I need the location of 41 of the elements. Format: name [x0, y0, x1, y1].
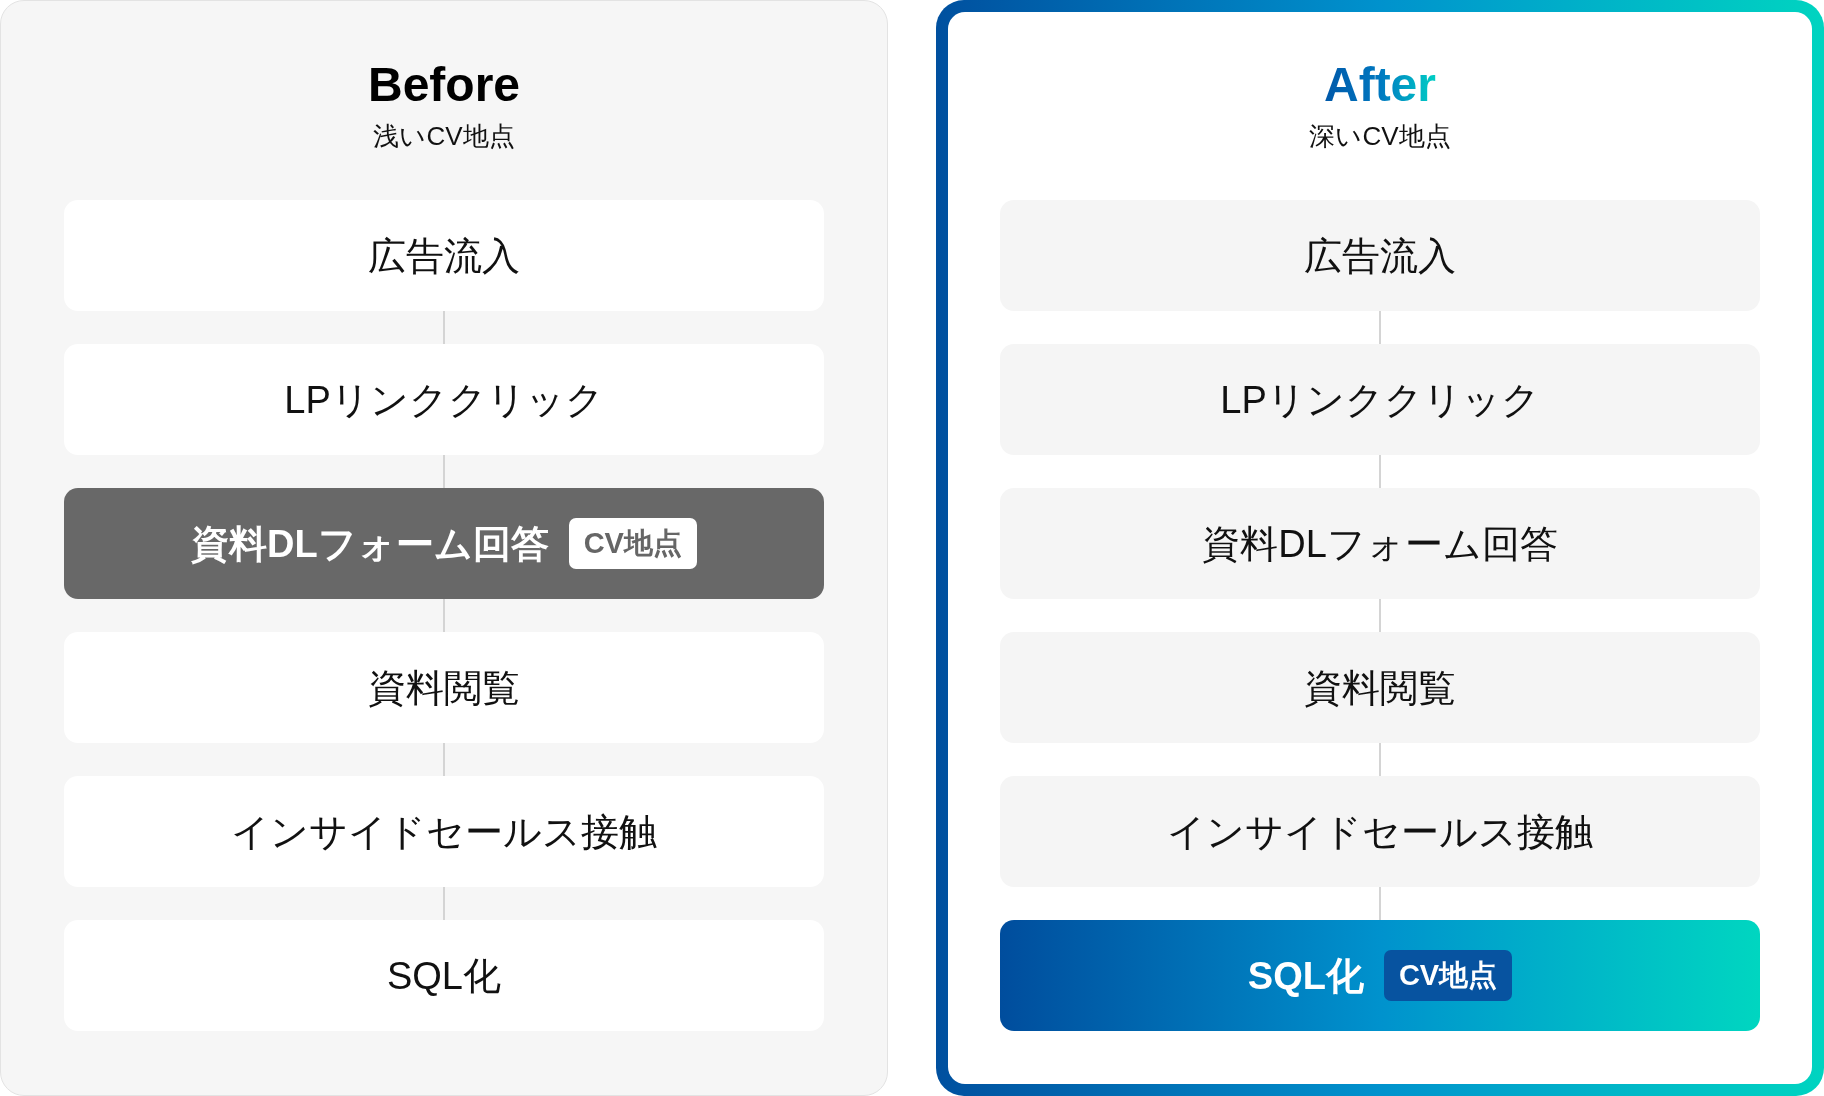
step-box	[1000, 776, 1760, 887]
step-box	[1000, 632, 1760, 743]
step-label: 資料閲覧	[368, 665, 520, 711]
step-box	[64, 344, 824, 455]
step-box	[1000, 488, 1760, 599]
step-box	[64, 632, 824, 743]
highlighted-step-box	[1000, 920, 1760, 1031]
step-box	[64, 200, 824, 311]
step-label: 広告流入	[368, 233, 520, 279]
connector-line	[1379, 310, 1381, 345]
cv-point-badge: CV地点	[568, 518, 697, 569]
panel-title: Before	[367, 57, 520, 113]
connector-line	[443, 886, 445, 921]
connector-line	[443, 454, 445, 489]
step-label: 資料DLフォーム回答	[1202, 521, 1558, 567]
step-label: インサイドセールス接触	[231, 809, 657, 855]
step-label: 資料閲覧	[1304, 665, 1456, 711]
step-label: 資料DLフォーム回答	[191, 521, 549, 567]
step-label: LPリンククリック	[1220, 377, 1540, 423]
step-label: LPリンククリック	[284, 377, 604, 423]
connector-line	[1379, 742, 1381, 777]
connector-line	[443, 742, 445, 777]
connector-line	[443, 310, 445, 345]
step-label: 広告流入	[1304, 233, 1456, 279]
connector-line	[1379, 454, 1381, 489]
step-label: SQL化	[386, 953, 501, 999]
step-box	[64, 920, 824, 1031]
connector-line	[1379, 598, 1381, 633]
step-label: SQL化	[1247, 953, 1364, 999]
panel-subtitle: 浅いCV地点	[373, 120, 515, 153]
step-box	[1000, 200, 1760, 311]
panel-subtitle: 深いCV地点	[1309, 120, 1451, 153]
before-panel	[0, 0, 888, 1096]
connector-line	[443, 598, 445, 633]
step-box	[1000, 344, 1760, 455]
after-panel	[936, 0, 1824, 1096]
connector-line	[1379, 886, 1381, 921]
highlighted-step-box	[64, 488, 824, 599]
step-label: インサイドセールス接触	[1167, 809, 1593, 855]
step-box	[64, 776, 824, 887]
cv-point-badge: CV地点	[1383, 950, 1513, 1001]
